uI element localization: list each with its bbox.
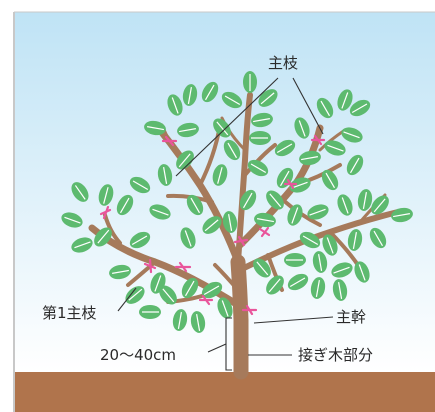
tie-marks [99,134,326,316]
ground [14,372,435,412]
leader-lines [117,77,334,371]
graft-section-label: 接ぎ木部分 [298,346,373,364]
trunk-shape [230,254,249,380]
first-main-branch-label: 第1主枝 [42,304,97,322]
height-range-label: 20〜40cm [100,346,176,364]
trunk-label: 主幹 [336,308,366,326]
branches [88,92,401,380]
main-branch-label: 主枝 [268,54,298,72]
